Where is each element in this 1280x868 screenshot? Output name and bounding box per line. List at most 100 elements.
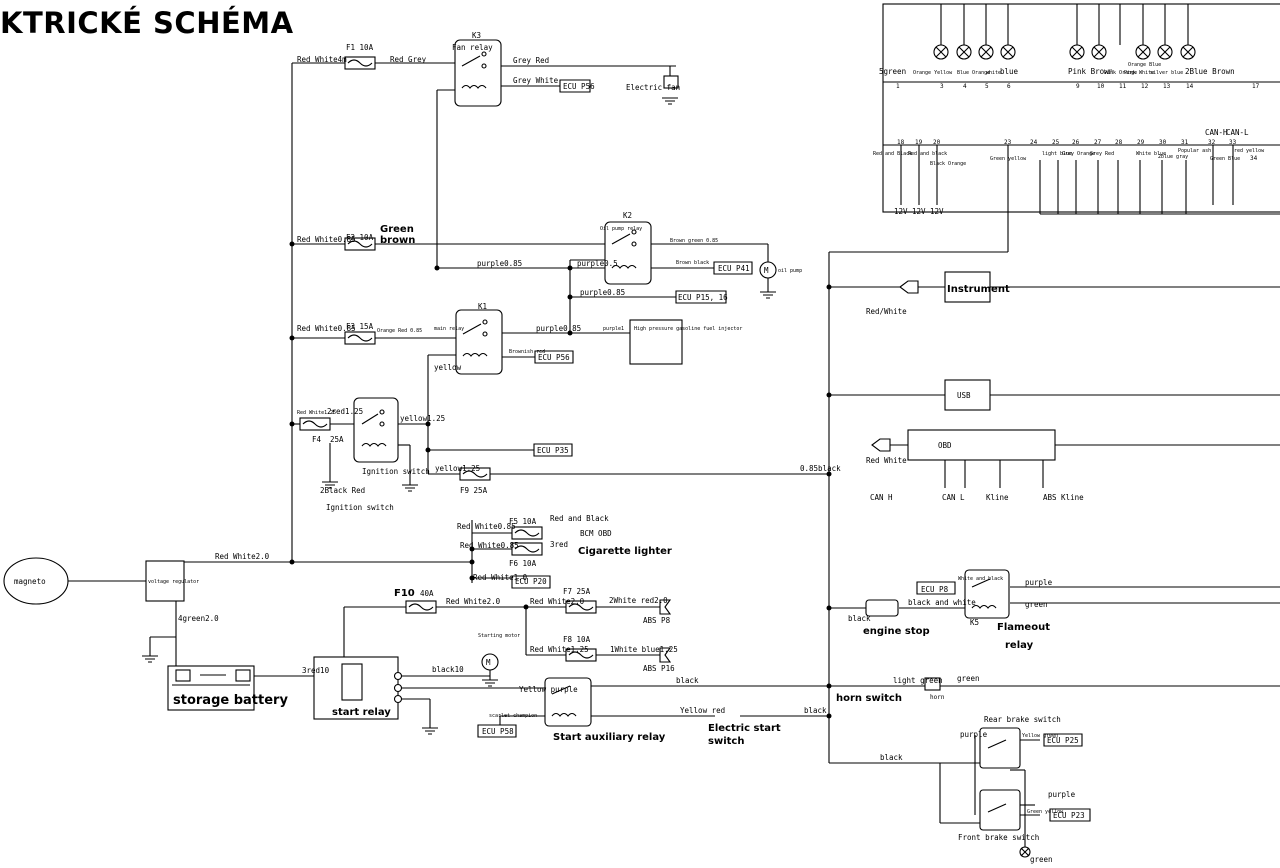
wire-bottom-2: Black Orange xyxy=(930,161,966,167)
label-instrument: Instrument xyxy=(947,284,1010,295)
label-red-white-4m: Red White4m xyxy=(297,55,347,64)
pin-18: 18 xyxy=(897,139,905,146)
wire-bottom-9: Popular ash xyxy=(1178,148,1211,154)
label-pink-brown: Pink Brown xyxy=(1068,67,1113,76)
label-ecu-p25: ECU P25 xyxy=(1047,736,1079,745)
pin-32: 32 xyxy=(1208,139,1216,146)
label-black-and-white: black and white xyxy=(908,598,976,607)
label-f6: F6 10A xyxy=(509,559,537,568)
label-k2: K2 xyxy=(623,211,632,220)
wire-top-0: Orange Yellow xyxy=(913,70,953,76)
label-f4: F4 xyxy=(312,435,322,444)
wire-bottom-12: 34 xyxy=(1250,155,1258,162)
label-green-brown-2: brown xyxy=(380,235,415,246)
panel-wire-labels-bottom: Red and Black Red and black Black Orange… xyxy=(873,148,1265,167)
label-can-h: CAN H xyxy=(870,493,893,502)
ground-symbols xyxy=(142,97,776,735)
label-ecu-p15-16: ECU P15, 16 xyxy=(678,293,728,302)
label-black10: black10 xyxy=(432,665,464,674)
pin-24: 24 xyxy=(1030,139,1038,146)
wire-top-2: white xyxy=(986,70,1001,76)
label-rw085-f3: Red White0.85 xyxy=(297,324,356,333)
label-light-green: light green xyxy=(893,676,943,685)
label-rw125: Red White1.25 xyxy=(530,645,589,654)
panel-wire-labels-top: Orange Yellow Blue Orange white Pink Ora… xyxy=(913,62,1183,76)
wire-top-6: silver blue xyxy=(1150,70,1183,76)
label-blue: blue xyxy=(1000,67,1019,76)
svg-text:M: M xyxy=(486,658,491,667)
label-storage-battery: storage battery xyxy=(173,693,288,708)
label-start-aux-relay: Start auxiliary relay xyxy=(553,732,666,743)
label-4green: 4green2.0 xyxy=(178,614,219,623)
relay-k5 xyxy=(964,569,1010,619)
wire-bottom-8: 2blue gray xyxy=(1158,154,1188,160)
pin-26: 26 xyxy=(1072,139,1080,146)
label-rw2-c: Red White2.0 xyxy=(530,597,585,606)
label-black085: 0.85black xyxy=(800,464,841,473)
usb-box xyxy=(944,379,991,411)
ignition-switch-relay xyxy=(353,397,399,463)
label-12v-1: 12V xyxy=(894,207,908,216)
label-f3: F3 15A xyxy=(346,322,374,331)
label-purple-fb: purple xyxy=(1048,790,1076,799)
label-white-black: White and black xyxy=(958,576,1003,582)
label-green-k5: green xyxy=(1025,600,1048,609)
label-k3: K3 xyxy=(472,31,481,40)
wire-top-5: Orange Blue xyxy=(1128,62,1161,68)
pin-19: 19 xyxy=(915,139,923,146)
label-3red: 3red xyxy=(550,540,568,549)
label-voltage-regulator: voltage regulator xyxy=(148,579,199,585)
pin-33: 33 xyxy=(1229,139,1237,146)
label-f10: F10 xyxy=(394,588,415,599)
pin-20: 20 xyxy=(933,139,941,146)
electric-fan xyxy=(663,75,679,89)
pin-3: 3 xyxy=(940,83,944,90)
label-electric-start-2: switch xyxy=(708,736,744,747)
label-starting-motor: Starting motor xyxy=(478,633,520,639)
instrument-panel xyxy=(882,3,1280,215)
label-f2: F2 10A xyxy=(346,233,374,242)
label-ecu-p58: ECU P58 xyxy=(482,727,514,736)
pin-10: 10 xyxy=(1097,83,1105,90)
relay-k1 xyxy=(455,309,503,375)
wire-bottom-4: light blue xyxy=(1042,151,1072,157)
label-red-white-obd: Red White xyxy=(866,456,907,465)
label-ecu-p20: ECU P20 xyxy=(515,577,547,586)
label-rear-brake: Rear brake switch xyxy=(984,715,1061,724)
label-main-relay: main relay xyxy=(434,326,464,332)
wire-bottom-5: Grey Orange xyxy=(1062,151,1095,157)
horn xyxy=(924,677,941,691)
front-brake-switch xyxy=(979,789,1021,831)
pin-13: 13 xyxy=(1163,83,1171,90)
label-oil-pump: oil pump xyxy=(778,268,802,274)
instrument-box xyxy=(944,271,991,303)
engine-stop-switch xyxy=(865,599,899,617)
label-black-es: black xyxy=(848,614,871,623)
label-white-blue: 1White blue1.25 xyxy=(610,645,678,654)
relay-k2 xyxy=(604,221,652,285)
label-ecu-p56-b: ECU P56 xyxy=(538,353,570,362)
label-brownish-red: Brownish red xyxy=(509,349,545,355)
label-brown-green: Brown green 0.85 xyxy=(670,238,718,244)
pin-17: 17 xyxy=(1252,83,1260,90)
label-front-brake: Front brake switch xyxy=(958,833,1039,842)
label-f9: F9 25A xyxy=(460,486,488,495)
label-flameout-1: Flameout xyxy=(997,622,1050,633)
oil-pump-motor: M xyxy=(759,261,777,279)
wire-bottom-3: Green yellow xyxy=(990,156,1027,162)
label-12v-3: 12V xyxy=(930,207,944,216)
label-orange-red: Orange Red 0.85 xyxy=(377,328,422,334)
label-yellow-green: Yellow green xyxy=(1022,733,1058,739)
label-grey-white: Grey White xyxy=(513,76,559,85)
start-auxiliary-relay xyxy=(544,677,592,727)
label-red-and-black: Red and Black xyxy=(550,514,609,523)
pin-5: 5 xyxy=(985,83,989,90)
starting-motor: M xyxy=(481,653,499,671)
label-f1: F1 10A xyxy=(346,43,374,52)
label-cigarette-lighter: Cigarette lighter xyxy=(578,546,672,557)
label-ignition-switch-box: Ignition switch xyxy=(362,467,430,476)
svg-text:M: M xyxy=(764,266,769,275)
rear-brake-switch xyxy=(979,727,1021,769)
label-rw1: Red White1.0 xyxy=(473,573,528,582)
magneto xyxy=(3,557,69,605)
